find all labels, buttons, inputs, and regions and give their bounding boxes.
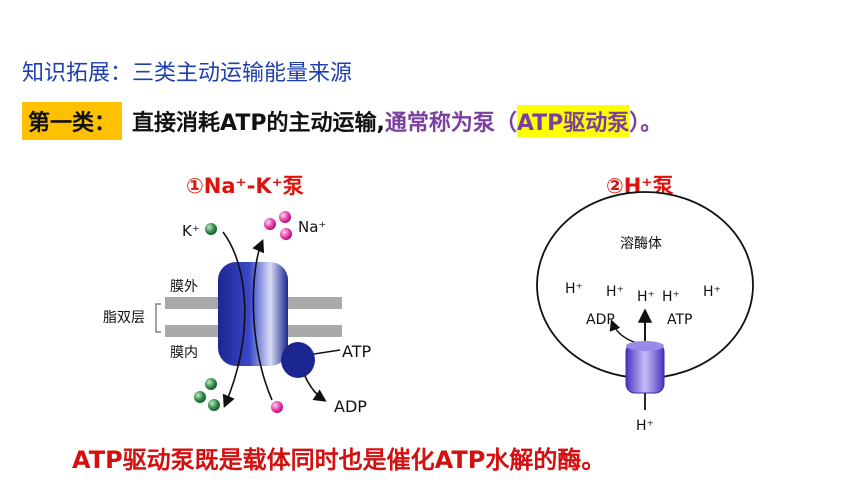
- k-transport-arrow: [222, 231, 246, 408]
- pump1-adp-label: ADP: [334, 397, 367, 416]
- atp-binding-site: [281, 342, 315, 378]
- na-ion-out-1: [264, 218, 276, 230]
- k-ion-in-3: [208, 399, 220, 411]
- h-ion-2: H⁺: [606, 284, 624, 300]
- adp-release-arrow: [304, 375, 327, 402]
- inside-membrane-label: 膜内: [170, 345, 198, 361]
- na-k-pump-title: ①Na⁺-K⁺泵: [186, 174, 304, 198]
- pump-term-suffix: ）。: [629, 111, 663, 136]
- h-pump-top: [626, 341, 664, 351]
- lysosome-label: 溶酶体: [620, 236, 662, 252]
- k-ion-outside: [205, 223, 217, 235]
- h-pump-diagram: 溶酶体 H⁺ H⁺ H⁺ H⁺ H⁺ ADP ATP H⁺: [536, 191, 754, 434]
- pump2-adp-label: ADP: [586, 312, 615, 328]
- na-transport-arrow: [252, 239, 273, 401]
- h-ion-4: H⁺: [662, 289, 680, 305]
- na-k-pump-diagram: K⁺ Na⁺ 膜外 脂双层 膜内 ATP ADP: [103, 211, 371, 416]
- na-ion-label: Na⁺: [298, 218, 326, 236]
- bilayer-label: 脂双层: [103, 310, 145, 326]
- h-ion-3: H⁺: [637, 289, 655, 305]
- atp-pump-highlight: ATP驱动泵: [516, 105, 630, 137]
- first-class-line: 第一类： 直接消耗ATP的主动运输, 通常称为泵（ ATP驱动泵 ）。: [22, 102, 662, 140]
- pump-term-prefix: 通常称为泵（: [384, 111, 517, 136]
- na-ion-out-2: [279, 211, 291, 223]
- first-class-text: 直接消耗ATP的主动运输,: [132, 111, 385, 136]
- h-ion-1: H⁺: [565, 281, 583, 297]
- k-ion-in-1: [205, 378, 217, 390]
- k-ion-label: K⁺: [182, 222, 200, 240]
- k-ion-in-2: [194, 391, 206, 403]
- h-ion-5: H⁺: [703, 284, 721, 300]
- na-ion-out-3: [280, 228, 292, 240]
- h-ion-outside: H⁺: [636, 418, 654, 434]
- na-ion-inside: [271, 401, 283, 413]
- first-class-tag: 第一类：: [22, 102, 123, 140]
- outside-membrane-label: 膜外: [170, 279, 198, 295]
- atp-pointer: [313, 349, 341, 355]
- pump2-atp-label: ATP: [667, 312, 692, 328]
- bilayer-bracket: [155, 303, 161, 333]
- pump1-atp-label: ATP: [342, 342, 371, 361]
- conclusion-text: ATP驱动泵既是载体同时也是催化ATP水解的酶。: [72, 446, 606, 474]
- heading: 知识拓展：三类主动运输能量来源: [22, 61, 353, 86]
